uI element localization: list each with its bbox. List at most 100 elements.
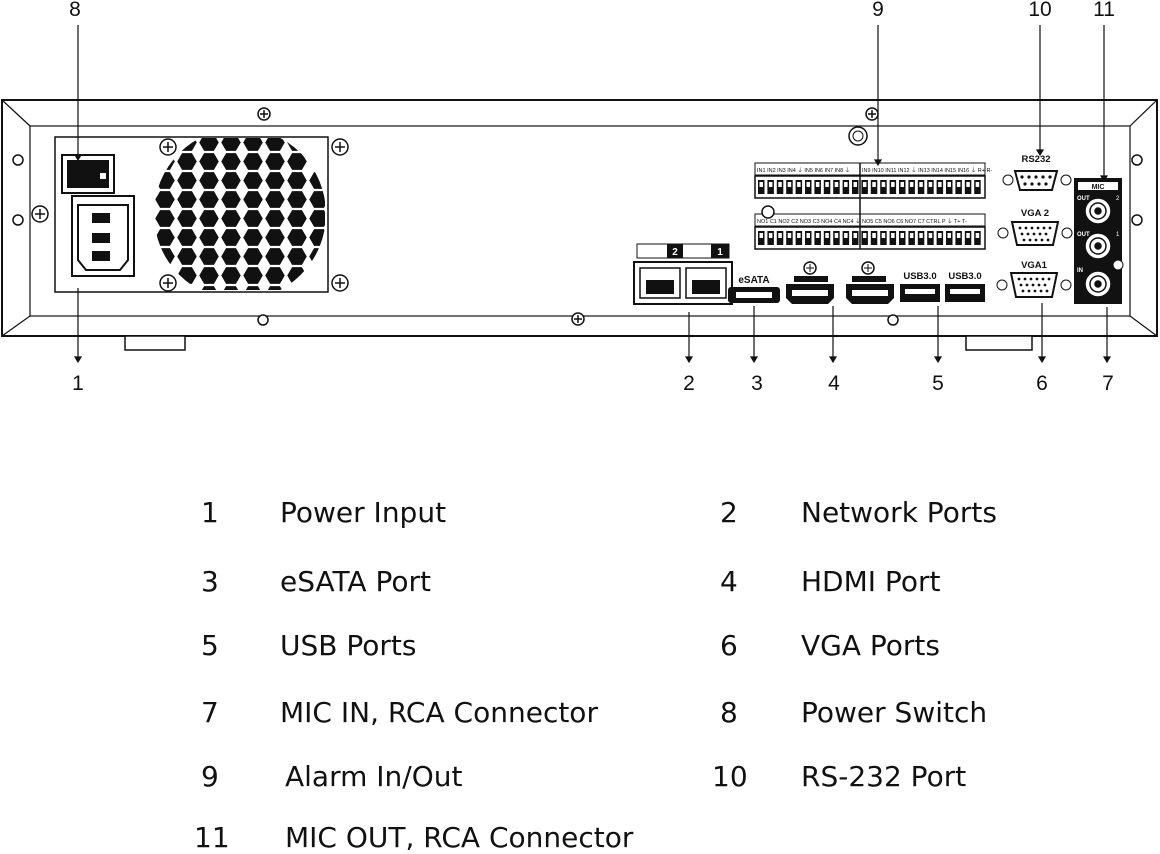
alarm-terminal-screw	[806, 233, 810, 238]
alarm-terminal-screw	[881, 233, 886, 238]
mic-ch1-label: 1	[1116, 232, 1120, 238]
legend-number: 1	[201, 496, 219, 529]
callout-1: 1	[72, 372, 84, 395]
mic-out-label-b: OUT	[1077, 232, 1090, 238]
alarm-terminal-screw	[853, 182, 857, 187]
legend-label: Power Input	[280, 496, 447, 529]
alarm-terminal-screw	[844, 182, 848, 187]
chassis-screws	[12, 107, 1143, 326]
callout-10: 10	[1028, 0, 1051, 21]
alarm-terminal-screw	[891, 182, 895, 187]
alarm-terminal-screw	[862, 182, 867, 187]
power-input-socket[interactable]	[71, 195, 135, 277]
alarm-row2-right-label: NO5 C5 NO6 C6 NO7 C7 CTRL P ⏚ T+ T-	[862, 218, 967, 225]
alarm-row2-left-label: NO1 C1 NO2 C2 NO3 C3 NO4 C4 NC4 ⏚	[757, 218, 861, 225]
network-ports[interactable]: 2 1	[633, 243, 733, 305]
alarm-terminal-screw	[872, 233, 876, 238]
usb-ports[interactable]: USB3.0 USB3.0	[900, 271, 985, 302]
alarm-terminal-screw	[872, 182, 876, 187]
alarm-terminal-screw	[975, 233, 980, 238]
alarm-terminal-screw	[919, 182, 923, 187]
lan2-label: 2	[672, 247, 678, 258]
alarm-row1-right-label: IN9 IN10 IN11 IN12 ⏚ IN13 IN14 IN15 IN16…	[862, 167, 992, 174]
alarm-terminal-screw	[815, 233, 820, 238]
legend-label: MIC OUT, RCA Connector	[285, 821, 634, 854]
alarm-terminal-screw	[928, 182, 933, 187]
hdmi-ports[interactable]	[786, 261, 894, 304]
alarm-terminal-screw	[815, 182, 820, 187]
usb-label-b: USB3.0	[948, 271, 981, 282]
esata-port[interactable]: eSATA	[728, 275, 780, 303]
legend-number: 10	[712, 760, 748, 793]
legend-label: eSATA Port	[280, 565, 431, 598]
power-switch[interactable]	[61, 154, 115, 194]
alarm-terminal-screw	[956, 233, 961, 238]
alarm-terminal-screw	[891, 233, 895, 238]
alarm-terminal-screw	[834, 182, 839, 187]
alarm-terminal-screw	[825, 182, 829, 187]
legend-number: 8	[720, 696, 738, 729]
legend-number: 5	[201, 629, 219, 662]
alarm-terminal-screw	[768, 233, 773, 238]
alarm-terminal-screw	[966, 182, 970, 187]
chassis-feet	[124, 335, 1033, 351]
alarm-terminal-screw	[834, 233, 839, 238]
legend-label: Alarm In/Out	[285, 760, 463, 793]
alarm-terminal-screw	[928, 233, 933, 238]
alarm-terminal-screw	[881, 182, 886, 187]
callout-6: 6	[1036, 372, 1048, 395]
alarm-terminal-blocks[interactable]: IN1 IN2 IN3 IN4 ⏚ IN5 IN6 IN7 IN8 ⏚ IN9 …	[754, 126, 992, 250]
alarm-terminal-screw	[947, 233, 951, 238]
rear-panel-diagram: 2 1 eSATA USB3.0 USB3.0 IN1 IN2 IN3 IN4 …	[1, 0, 1158, 395]
alarm-terminal-screw	[844, 233, 848, 238]
callout-2: 2	[683, 372, 695, 395]
alarm-terminal-screw	[806, 182, 810, 187]
callout-11: 11	[1093, 0, 1115, 21]
alarm-terminal-screw	[862, 233, 867, 238]
alarm-terminal-screw	[787, 182, 792, 187]
lan1-label: 1	[717, 247, 723, 258]
callout-9: 9	[872, 0, 884, 21]
esata-label: eSATA	[738, 275, 769, 286]
mic-label: MIC	[1092, 184, 1105, 191]
alarm-terminal-screw	[938, 233, 942, 238]
legend-label: VGA Ports	[801, 629, 941, 662]
alarm-terminal-screw	[768, 182, 773, 187]
alarm-terminal-screw	[909, 182, 914, 187]
rs232-label: RS232	[1021, 154, 1050, 165]
legend-label: Power Switch	[801, 696, 988, 729]
alarm-terminal-screw	[759, 233, 763, 238]
alarm-terminal-screw	[825, 233, 829, 238]
legend-number: 9	[201, 760, 219, 793]
legend-label: HDMI Port	[801, 565, 941, 598]
alarm-terminal-screw	[947, 182, 951, 187]
mic-out-label-a: OUT	[1077, 196, 1090, 202]
legend-label: Network Ports	[801, 496, 997, 529]
vga2-port[interactable]: VGA 2	[997, 208, 1073, 246]
alarm-terminal-screw	[900, 182, 904, 187]
alarm-terminal-screw	[797, 233, 801, 238]
vga1-label: VGA1	[1021, 260, 1048, 271]
alarm-terminal-screw	[787, 233, 792, 238]
alarm-terminal-screw	[778, 182, 782, 187]
vga1-port[interactable]: VGA1	[996, 260, 1072, 298]
rs232-port[interactable]: RS232	[1002, 154, 1072, 191]
usb-label-a: USB3.0	[903, 271, 936, 282]
mic-ch2-label: 2	[1116, 196, 1120, 202]
alarm-terminal-screw	[759, 182, 763, 187]
alarm-row1-left-label: IN1 IN2 IN3 IN4 ⏚ IN5 IN6 IN7 IN8 ⏚	[757, 167, 850, 174]
legend-number: 6	[720, 629, 738, 662]
mic-in-label: IN	[1077, 268, 1083, 274]
mic-rca-block[interactable]: MIC OUT 2 OUT 1 IN	[1074, 178, 1124, 304]
legend-number: 11	[194, 821, 230, 854]
alarm-terminal-screw	[938, 182, 942, 187]
fan-grille	[154, 138, 349, 292]
callout-3: 3	[751, 372, 763, 395]
callout-4: 4	[828, 372, 840, 395]
alarm-terminal-screw	[900, 233, 904, 238]
alarm-terminal-screw	[853, 233, 857, 238]
callout-numbers: 8 9 10 11 1 2 3 4 5 6 7	[69, 0, 1115, 395]
alarm-terminal-screw	[797, 182, 801, 187]
power-supply-module	[54, 136, 329, 293]
alarm-terminal-screw	[956, 182, 961, 187]
